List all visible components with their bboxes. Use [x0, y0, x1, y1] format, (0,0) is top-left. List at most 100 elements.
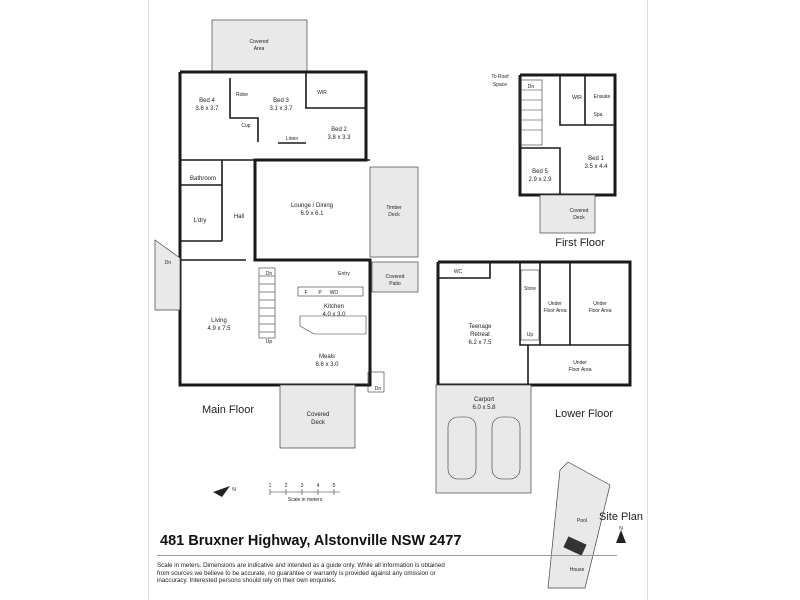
site-boundary — [547, 461, 611, 589]
covered-deck-label-1: Covered — [307, 412, 330, 418]
first-floor-title: First Floor — [555, 237, 605, 249]
site-plan: Pool House Site Plan N — [547, 461, 643, 589]
main-outer-wall — [178, 70, 372, 387]
bed2-name: Bed 2 — [331, 127, 347, 133]
lower-stairs — [520, 269, 540, 341]
bed3-dims: 3.1 x 3.7 — [269, 106, 293, 112]
first-floor: To Roof Space Dn WIR Ensuite Spa Bed 1 3… — [491, 73, 617, 249]
linen-label: Linen — [286, 136, 298, 142]
wc-label: WC — [454, 269, 463, 275]
carport-dims: 6.0 x 5.8 — [472, 405, 496, 411]
kitchen-dims: 4.0 x 3.0 — [322, 312, 346, 318]
lower-outer-wall — [436, 260, 632, 387]
pantry-label: P — [318, 290, 322, 296]
main-floor-title: Main Floor — [202, 404, 254, 416]
scale-label: Scale in meters — [288, 497, 323, 503]
kitchen-name: Kitchen — [324, 304, 344, 310]
lounge-name: Lounge / Dining — [291, 203, 333, 209]
timber-deck-label-1: Timber — [386, 205, 402, 211]
to-roof-label-2: Space — [493, 82, 507, 88]
wall-oven-label: WO — [330, 290, 339, 296]
under-floor-2a: Under — [593, 301, 607, 307]
lower-floor: WC Store Up Teenage Retreat 6.2 x 7.5 Un… — [435, 260, 632, 494]
teenage-dims: 6.2 x 7.5 — [468, 340, 492, 346]
first-covered-deck — [539, 194, 596, 234]
covered-area-label-1: Covered — [250, 39, 269, 45]
laundry-label: L'dry — [194, 218, 207, 224]
hall-label: Hall — [234, 214, 244, 220]
site-north-label: N — [619, 526, 623, 532]
spa-label: Spa — [594, 112, 603, 118]
under-floor-2b: Floor Area — [588, 308, 611, 314]
disclaimer-text: Scale in meters. Dimensions are indicati… — [157, 562, 445, 585]
lounge-dims: 6.9 x 6.1 — [300, 211, 324, 217]
first-outer-wall — [518, 73, 617, 197]
store-label: Store — [524, 286, 536, 292]
meals-name: Meals — [319, 354, 335, 360]
bed1-dims: 3.5 x 4.4 — [584, 164, 608, 170]
living-dims: 4.9 x 7.5 — [207, 326, 231, 332]
fridge-label: F — [304, 290, 307, 296]
car-right — [491, 416, 521, 480]
scale-tick-3: 3 — [301, 483, 304, 489]
car-left — [447, 416, 477, 480]
right-step — [367, 371, 385, 393]
site-plan-title: Site Plan — [599, 511, 643, 523]
lower-floor-title: Lower Floor — [555, 408, 613, 420]
carport-name: Carport — [474, 397, 494, 403]
first-stairs-dn: Dn — [528, 84, 535, 90]
first-stairs — [519, 79, 543, 146]
bed1-name: Bed 1 — [588, 156, 604, 162]
compass-icon — [213, 486, 230, 497]
lower-up-label: Up — [527, 332, 534, 338]
compass-letter: N — [232, 487, 236, 493]
cup-label: Cup — [241, 123, 250, 129]
right-step-dn: Dn — [375, 386, 382, 392]
bed5-name: Bed 5 — [532, 169, 548, 175]
wir-label: WIR — [317, 90, 327, 96]
main-stairs — [258, 267, 276, 339]
living-name: Living — [211, 318, 227, 324]
covered-patio-label-2: Patio — [389, 281, 401, 287]
timber-deck — [369, 166, 419, 258]
stairs-up-label: Up — [266, 339, 273, 345]
scale-tick-5: 5 — [333, 483, 336, 489]
covered-patio — [371, 261, 419, 293]
bathroom-label: Bathroom — [190, 176, 216, 182]
scale-tick-1: 1 — [269, 483, 272, 489]
first-deck-label-2: Deck — [573, 215, 585, 221]
robe-label: Robe — [236, 92, 248, 98]
main-floor: Covered Area — [154, 19, 419, 449]
covered-area-label-2: Area — [254, 46, 265, 52]
covered-area-top — [211, 19, 308, 73]
under-floor-3b: Floor Area — [568, 367, 591, 373]
under-floor-1a: Under — [548, 301, 562, 307]
to-roof-label-1: To Roof — [491, 74, 509, 80]
property-address: 481 Bruxner Highway, Alstonville NSW 247… — [160, 533, 462, 549]
house-footprint — [563, 536, 587, 556]
site-north-arrow-icon — [616, 530, 626, 543]
left-stairs-dn: Dn — [165, 260, 172, 266]
left-external-stairs — [154, 239, 181, 311]
first-wir-label: WIR — [572, 95, 582, 101]
covered-deck-label-2: Deck — [311, 420, 326, 426]
teenage-name-1: Teenage — [468, 324, 492, 330]
scale-tick-4: 4 — [317, 483, 320, 489]
bed4-dims: 3.6 x 3.7 — [195, 106, 219, 112]
first-deck-label-1: Covered — [570, 208, 589, 214]
entry-label: Entry — [338, 271, 350, 277]
page-frame — [148, 0, 648, 600]
under-floor-3a: Under — [573, 360, 587, 366]
bed3-name: Bed 3 — [273, 98, 289, 104]
timber-deck-label-2: Deck — [388, 212, 400, 218]
kitchen-bench-top — [297, 286, 364, 297]
stairs-dn-label: Dn — [266, 271, 273, 277]
ensuite-label: Ensuite — [594, 94, 611, 100]
footer-divider — [157, 555, 617, 556]
house-label: House — [570, 567, 585, 573]
teenage-name-2: Retreat — [470, 332, 490, 338]
kitchen-island — [299, 315, 367, 335]
carport — [435, 384, 532, 494]
pool-label: Pool — [577, 518, 587, 524]
